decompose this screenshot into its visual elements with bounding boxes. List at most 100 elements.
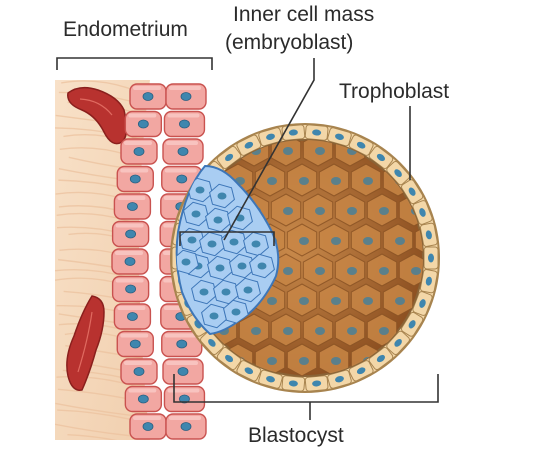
nucleus bbox=[127, 312, 138, 321]
cavity-cell bbox=[254, 343, 286, 376]
epithelial-cell bbox=[165, 413, 207, 440]
epithelial-cell bbox=[113, 303, 152, 330]
nucleus bbox=[124, 257, 136, 266]
cavity-cell bbox=[318, 163, 350, 197]
nucleus bbox=[379, 207, 389, 215]
trophoblast-cells bbox=[171, 124, 439, 392]
nucleus bbox=[231, 308, 241, 316]
nucleus bbox=[331, 297, 341, 305]
epithelial-cell bbox=[116, 330, 154, 358]
cavity-cell bbox=[302, 313, 334, 347]
leader-lines bbox=[56, 57, 439, 420]
cavity-cell bbox=[270, 313, 302, 347]
inner-cell bbox=[209, 183, 235, 209]
trophoblast-cell bbox=[236, 360, 262, 382]
nucleus bbox=[244, 141, 254, 149]
nucleus bbox=[331, 357, 341, 365]
epithelial-cell bbox=[162, 138, 204, 165]
nucleus bbox=[283, 267, 293, 275]
nucleus bbox=[394, 169, 402, 178]
nucleus bbox=[335, 376, 344, 383]
nucleus bbox=[237, 262, 247, 270]
nucleus bbox=[315, 147, 325, 155]
nucleus bbox=[267, 297, 277, 305]
nucleus bbox=[142, 422, 154, 431]
nucleus bbox=[394, 338, 402, 347]
epithelial-cell bbox=[111, 220, 150, 248]
inner-cell-mass-bracket bbox=[179, 231, 275, 246]
nucleus bbox=[176, 339, 188, 349]
cavity-cell bbox=[238, 313, 270, 347]
nucleus bbox=[191, 210, 201, 218]
nucleus bbox=[199, 288, 209, 296]
nucleus bbox=[395, 237, 405, 245]
endometrium-bracket bbox=[56, 57, 213, 70]
inner-cell bbox=[176, 249, 199, 275]
trophoblast-cell bbox=[327, 127, 352, 147]
nucleus bbox=[244, 367, 254, 375]
cavity-cell bbox=[350, 223, 382, 257]
nucleus bbox=[187, 236, 197, 244]
trophoblast-cell bbox=[401, 179, 424, 205]
epithelial-cell bbox=[129, 83, 167, 110]
trophoblast-cell bbox=[368, 145, 394, 169]
nucleus bbox=[283, 327, 293, 335]
nucleus bbox=[312, 380, 322, 387]
trophoblast-cell bbox=[281, 124, 306, 141]
nucleus bbox=[299, 237, 309, 245]
nucleus bbox=[283, 207, 293, 215]
nucleus bbox=[195, 186, 205, 194]
nucleus bbox=[299, 297, 309, 305]
trophoblast-cell bbox=[304, 124, 329, 141]
nucleus bbox=[331, 177, 341, 185]
inner-cell-mass bbox=[175, 164, 280, 336]
trophoblast-cell bbox=[423, 246, 439, 270]
nucleus bbox=[267, 177, 277, 185]
epithelial-cell bbox=[165, 83, 207, 110]
nucleus bbox=[243, 286, 253, 294]
cavity-cell bbox=[350, 163, 382, 197]
nucleus bbox=[331, 237, 341, 245]
nucleus bbox=[315, 207, 325, 215]
nucleus bbox=[419, 299, 426, 308]
nucleus bbox=[411, 267, 421, 275]
nucleus bbox=[288, 380, 298, 387]
nucleus bbox=[347, 207, 357, 215]
nucleus bbox=[133, 367, 145, 376]
cavity-cell bbox=[334, 313, 366, 347]
nucleus bbox=[363, 237, 373, 245]
nucleus bbox=[213, 216, 223, 224]
inner-cell-mass-leader bbox=[223, 58, 315, 241]
cavity-cell bbox=[334, 193, 366, 227]
inner-cell bbox=[183, 201, 209, 227]
nucleus bbox=[376, 354, 385, 363]
nucleus bbox=[266, 133, 275, 140]
epithelial-cell bbox=[120, 358, 158, 385]
nucleus bbox=[299, 357, 309, 365]
nucleus bbox=[266, 376, 275, 383]
trophoblast-label: Trophoblast bbox=[339, 80, 450, 103]
epithelial-cell bbox=[129, 413, 167, 440]
trophoblast-cell bbox=[419, 269, 438, 294]
nucleus bbox=[129, 339, 141, 349]
nucleus bbox=[425, 230, 432, 240]
epithelial-cell bbox=[124, 385, 163, 413]
trophoblast-cell bbox=[281, 375, 306, 392]
cavity-cell bbox=[318, 283, 350, 317]
cavity-cell bbox=[366, 193, 398, 227]
nucleus bbox=[408, 187, 416, 196]
inner-cell bbox=[221, 229, 247, 255]
cavity-cell bbox=[302, 193, 334, 227]
nucleus bbox=[125, 284, 137, 294]
nucleus bbox=[225, 153, 234, 162]
nucleus bbox=[299, 177, 309, 185]
nucleus bbox=[356, 367, 366, 375]
blastocyst bbox=[170, 123, 440, 393]
nucleus bbox=[257, 262, 267, 270]
nucleus bbox=[379, 327, 389, 335]
cavity-cell bbox=[334, 253, 366, 287]
trophoblast-cell bbox=[304, 375, 329, 392]
nucleus bbox=[312, 129, 322, 136]
trophoblast-cell bbox=[258, 127, 283, 147]
nucleus bbox=[179, 119, 190, 129]
